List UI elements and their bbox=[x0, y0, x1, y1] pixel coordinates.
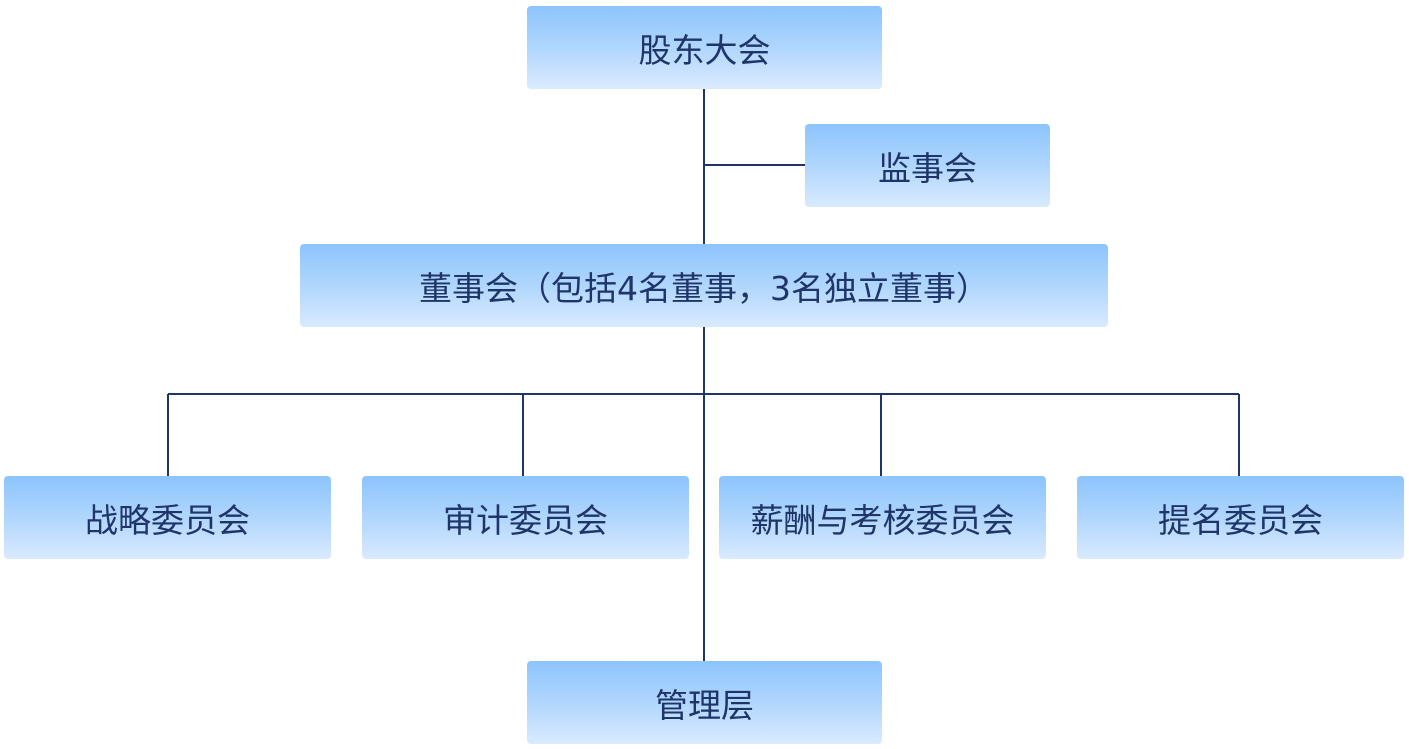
shareholders-meeting-node: 股东大会 bbox=[527, 6, 882, 89]
supervisory-board-node: 监事会 bbox=[805, 124, 1050, 207]
board-of-directors-node: 董事会（包括4名董事，3名独立董事） bbox=[300, 244, 1108, 327]
audit-committee-node: 审计委员会 bbox=[362, 476, 689, 559]
management-node: 管理层 bbox=[527, 661, 882, 744]
nomination-committee-node: 提名委员会 bbox=[1077, 476, 1404, 559]
strategy-committee-node: 战略委员会 bbox=[4, 476, 331, 559]
remuneration-committee-node: 薪酬与考核委员会 bbox=[719, 476, 1046, 559]
